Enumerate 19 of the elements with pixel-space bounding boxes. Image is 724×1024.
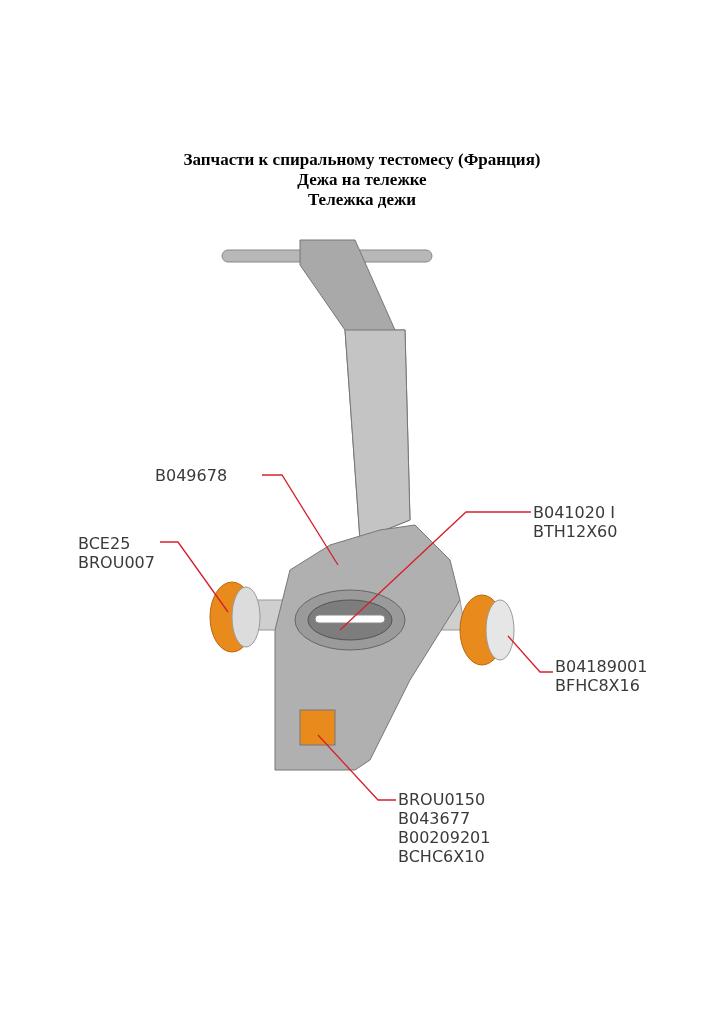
part-number: B041020 I bbox=[533, 503, 615, 522]
part-number: BCE25 bbox=[78, 534, 131, 553]
part-number: B043677 bbox=[398, 809, 471, 828]
part-number: B04189001 bbox=[555, 657, 648, 676]
leader-line bbox=[261, 474, 339, 566]
leader-line bbox=[317, 734, 397, 801]
subtitle: Дежа на тележке bbox=[297, 170, 427, 189]
part-number: BCHC6X10 bbox=[398, 847, 485, 866]
title: Запчасти к спиральному тестомесу (Франция) bbox=[183, 150, 541, 169]
part-number: BFHC8X16 bbox=[555, 676, 640, 695]
part-number: B049678 bbox=[155, 466, 228, 485]
subtitle: Тележка дежи bbox=[307, 190, 417, 209]
part-number: B00209201 bbox=[398, 828, 491, 847]
leader-line bbox=[339, 511, 532, 631]
leader-line bbox=[159, 541, 229, 613]
part-number: BTH12X60 bbox=[533, 522, 618, 541]
part-number: BROU007 bbox=[78, 553, 155, 572]
part-number: BROU0150 bbox=[398, 790, 486, 809]
leader-line bbox=[507, 635, 554, 673]
